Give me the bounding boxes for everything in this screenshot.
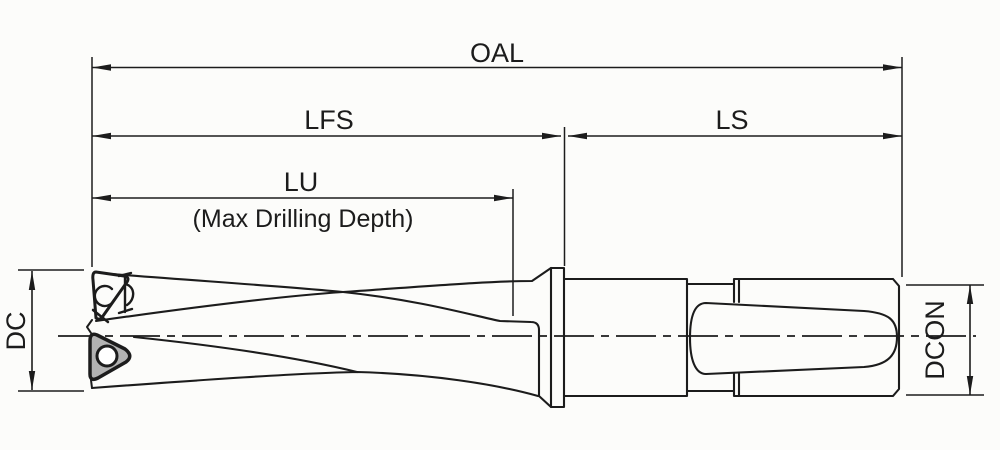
arrowhead-dc-top (28, 271, 36, 290)
oal-label: OAL (470, 38, 524, 68)
arrowheads (28, 64, 974, 395)
extension-ticks-dc (18, 269, 84, 392)
lu-note-label: (Max Drilling Depth) (193, 205, 414, 233)
arrowhead-ls-left (568, 132, 587, 140)
arrowhead-dcon-bottom (966, 376, 974, 395)
lu-label: LU (284, 167, 319, 197)
lfs-label: LFS (304, 105, 354, 135)
flange-collar (549, 266, 566, 409)
drill-body (86, 266, 901, 409)
bottom-insert-hole (95, 344, 119, 368)
upper-flute-valley-line (110, 272, 553, 409)
arrowhead-dcon-top (966, 285, 974, 304)
tip-point-notch (86, 319, 93, 389)
ls-label: LS (715, 105, 748, 135)
arrowhead-oal-right (883, 64, 902, 71)
dc-label: DC (1, 312, 31, 351)
extension-ticks-dcon (906, 284, 984, 396)
arrowhead-dc-bottom (28, 371, 36, 390)
top-insert-hole-arc (93, 284, 116, 308)
arrowhead-lfs-right (542, 132, 561, 140)
shank-outline (562, 277, 901, 398)
arrowhead-lu-right (494, 194, 513, 202)
arrowhead-ls-right (883, 132, 902, 140)
upper-od-silhouette-line (94, 266, 553, 323)
dimension-lines (18, 57, 984, 396)
lower-od-silhouette-line (90, 370, 540, 398)
lower-flute-sweep-line (132, 335, 359, 374)
dcon-label: DCON (920, 300, 950, 380)
insert-clamp-screw (117, 271, 135, 315)
shank-clamping-flat (688, 301, 899, 376)
arrowhead-lu-left (92, 194, 111, 202)
dimension-labels: OAL LFS LS LU (Max Drilling Depth) DC DC… (1, 38, 950, 380)
top-insert-outline (91, 270, 130, 321)
arrowhead-lfs-left (92, 132, 111, 140)
arrowhead-oal-left (92, 64, 111, 71)
inserts (88, 270, 135, 382)
